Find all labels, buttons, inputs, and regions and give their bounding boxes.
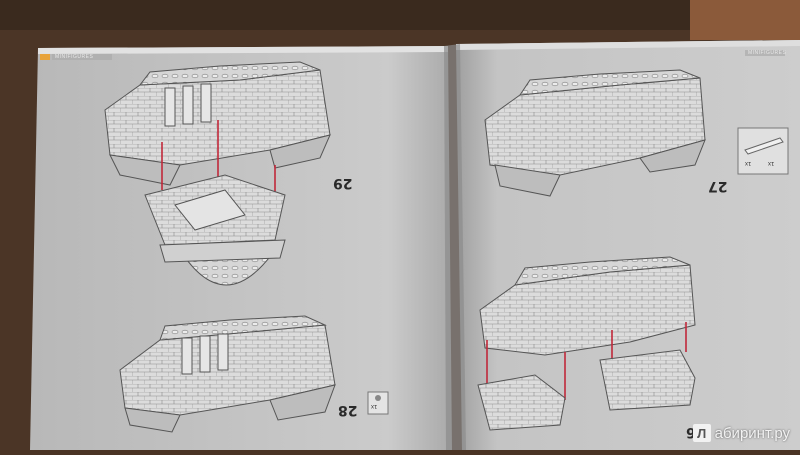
step-27-parts-count-b: 1x <box>768 160 775 166</box>
watermark-text: абиринт.ру <box>714 424 790 442</box>
step-26-subassemblies <box>477 349 696 431</box>
step-27-parts-count-a: 1x <box>745 160 752 166</box>
step-29-subassembly <box>144 174 286 286</box>
right-page-header: MINIFIGURES <box>748 50 787 56</box>
step-number-27: 27 <box>708 178 728 194</box>
step-28-parts-callout <box>367 391 389 415</box>
left-page-accent-tab <box>40 54 50 60</box>
step-number-29: 29 <box>333 175 353 191</box>
step-27-model <box>484 69 706 197</box>
labirint-watermark: Л абиринт.ру <box>692 424 790 442</box>
step-26-model <box>479 256 696 356</box>
step-number-28: 28 <box>338 402 358 418</box>
book-spine <box>444 44 466 450</box>
left-page-header: MINIFIGURES <box>55 54 94 60</box>
step-28-parts-count: 1x <box>371 403 378 409</box>
labirint-logo-icon: Л <box>692 424 711 442</box>
step-28-model <box>119 315 336 433</box>
